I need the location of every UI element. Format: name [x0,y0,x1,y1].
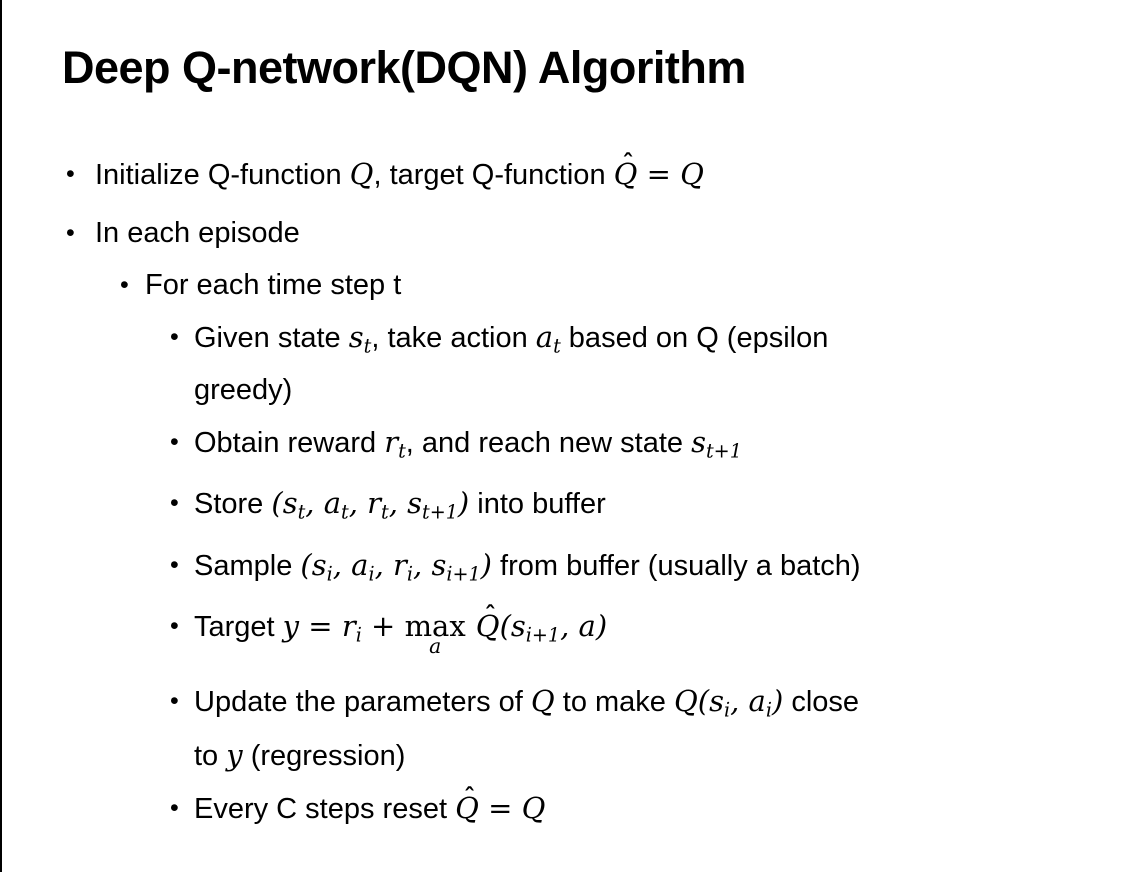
bullet-marker: • [170,612,179,641]
bullet-item: • For each time step t [120,263,1124,307]
bullet-item: • Obtain reward rt, and reach new state s… [170,420,1124,473]
bullet-marker: • [170,687,179,716]
bullet-marker: • [120,270,129,299]
page-title: Deep Q-network(DQN) Algorithm [62,42,746,93]
bullet-item: • Store (st, at, rt, st+1) into buffer [170,481,1124,534]
bullet-marker: • [170,550,179,579]
bullet-item: • In each episode [66,211,1124,255]
bullet-item: • Initialize Q-function Q, target Q-funct… [66,148,1124,197]
bullet-marker: • [170,428,179,457]
bullet-list: • Initialize Q-function Q, target Q-funct… [2,148,1124,831]
bullet-text: Store (st, at, rt, st+1) into buffer [194,486,606,524]
bullet-text: Initialize Q-function Q, target Q-functi… [95,148,704,197]
bullet-marker: • [66,159,75,188]
bullet-marker: • [170,489,179,518]
bullet-marker: • [170,322,179,351]
bullet-text: Given state st, take action at based on … [194,319,829,407]
bullet-text: In each episode [95,216,300,249]
bullet-marker: • [170,793,179,822]
bullet-text: For each time step t [145,268,402,301]
bullet-text: Sample (si, ai, ri, si+1) from buffer (u… [194,547,861,586]
bullet-item: • Given state st, take action at based on… [170,315,1124,412]
bullet-text: Obtain reward rt, and reach new state st… [194,425,742,463]
bullet-text: Update the parameters of Q to make Q(si,… [194,684,860,772]
bullet-marker: • [66,218,75,247]
bullet-item: • Sample (si, ai, ri, si+1) from buffer (… [170,543,1124,596]
bullet-item: • Update the parameters of Q to make Q(si… [170,679,1124,777]
